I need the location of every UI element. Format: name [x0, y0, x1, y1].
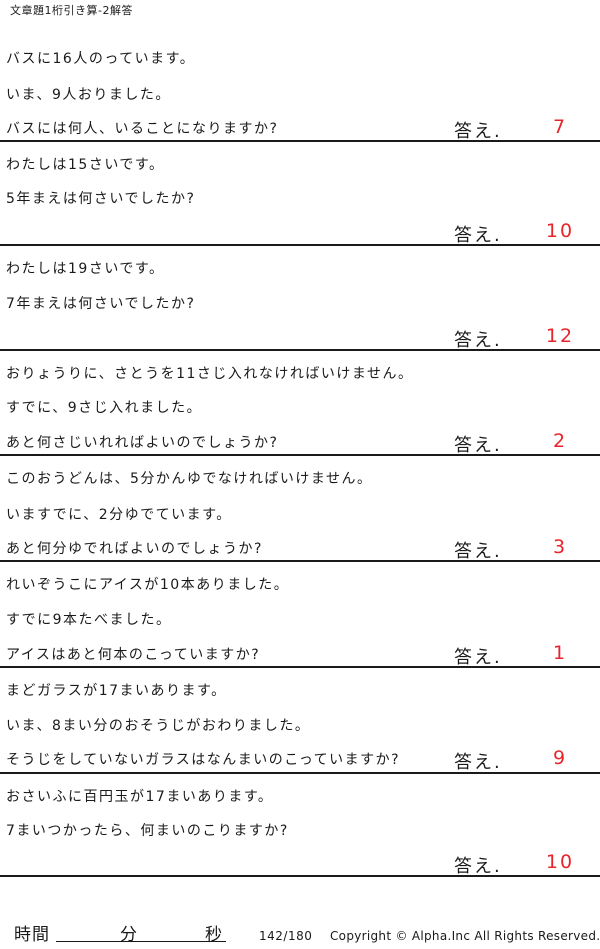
minutes-label: 分 [120, 925, 137, 945]
problem-line: いますでに、2分ゆでています。 [6, 507, 232, 523]
problem-line: すでに、9さじ入れました。 [6, 400, 203, 416]
answer-value: 1 [552, 642, 568, 664]
problem-line: まどガラスが17まいあります。 [6, 683, 227, 699]
problem-line: すでに9本たべました。 [6, 612, 172, 628]
answer-label: 答え. [454, 435, 502, 456]
problem-line: このおうどんは、5分かんゆでなければいけません。 [6, 471, 373, 487]
divider [0, 560, 600, 562]
answer-value: 9 [552, 747, 568, 769]
problem-line: わたしは15さいです。 [6, 157, 165, 173]
time-label: 時間 [14, 925, 50, 945]
answer-label: 答え. [454, 330, 502, 351]
problem-line: 5年まえは何さいでしたか? [6, 191, 196, 207]
problem-line: いま、8まい分のおそうじがおわりました。 [6, 718, 311, 734]
divider [0, 244, 600, 246]
seconds-label: 秒 [205, 925, 222, 945]
problem-line: アイスはあと何本のこっていますか? [6, 647, 261, 663]
problem-line: わたしは19さいです。 [6, 261, 165, 277]
problem-line: いま、9人おりました。 [6, 87, 171, 103]
divider [0, 349, 600, 351]
answer-value: 12 [545, 325, 575, 347]
problem-line: あと何分ゆでればよいのでしょうか? [6, 541, 263, 557]
problem-line: おりょうりに、さとうを11さじ入れなければいけません。 [6, 366, 414, 382]
problem-line: 7まいつかったら、何まいのこりますか? [6, 823, 289, 839]
problem-line: れいぞうこにアイスが10本ありました。 [6, 577, 290, 593]
answer-value: 2 [552, 430, 568, 452]
copyright: Copyright © Alpha.Inc All Rights Reserve… [330, 929, 600, 943]
problem-line: 7年まえは何さいでしたか? [6, 296, 196, 312]
answer-label: 答え. [454, 752, 502, 773]
answer-label: 答え. [454, 647, 502, 668]
problem-line: バスには何人、いることになりますか? [6, 121, 279, 137]
answer-label: 答え. [454, 225, 502, 246]
divider [0, 875, 600, 877]
answer-value: 3 [552, 536, 568, 558]
problem-line: あと何さじいれればよいのでしょうか? [6, 435, 279, 451]
page-title: 文章題1桁引き算-2解答 [10, 4, 133, 17]
problem-line: そうじをしていないガラスはなんまいのこっていますか? [6, 752, 401, 768]
divider [0, 666, 600, 668]
problem-line: バスに16人のっています。 [6, 51, 196, 67]
answer-value: 7 [552, 116, 568, 138]
answer-label: 答え. [454, 541, 502, 562]
divider [0, 454, 600, 456]
page-number: 142/180 [259, 929, 313, 943]
footer: 時間 分 秒 142/180 Copyright © Alpha.Inc All… [0, 920, 600, 948]
answer-value: 10 [545, 220, 575, 242]
answer-label: 答え. [454, 121, 502, 142]
answer-value: 10 [545, 851, 575, 873]
problem-line: おさいふに百円玉が17まいあります。 [6, 789, 274, 805]
time-underline [56, 941, 226, 942]
answer-label: 答え. [454, 856, 502, 877]
divider [0, 140, 600, 142]
divider [0, 772, 600, 774]
